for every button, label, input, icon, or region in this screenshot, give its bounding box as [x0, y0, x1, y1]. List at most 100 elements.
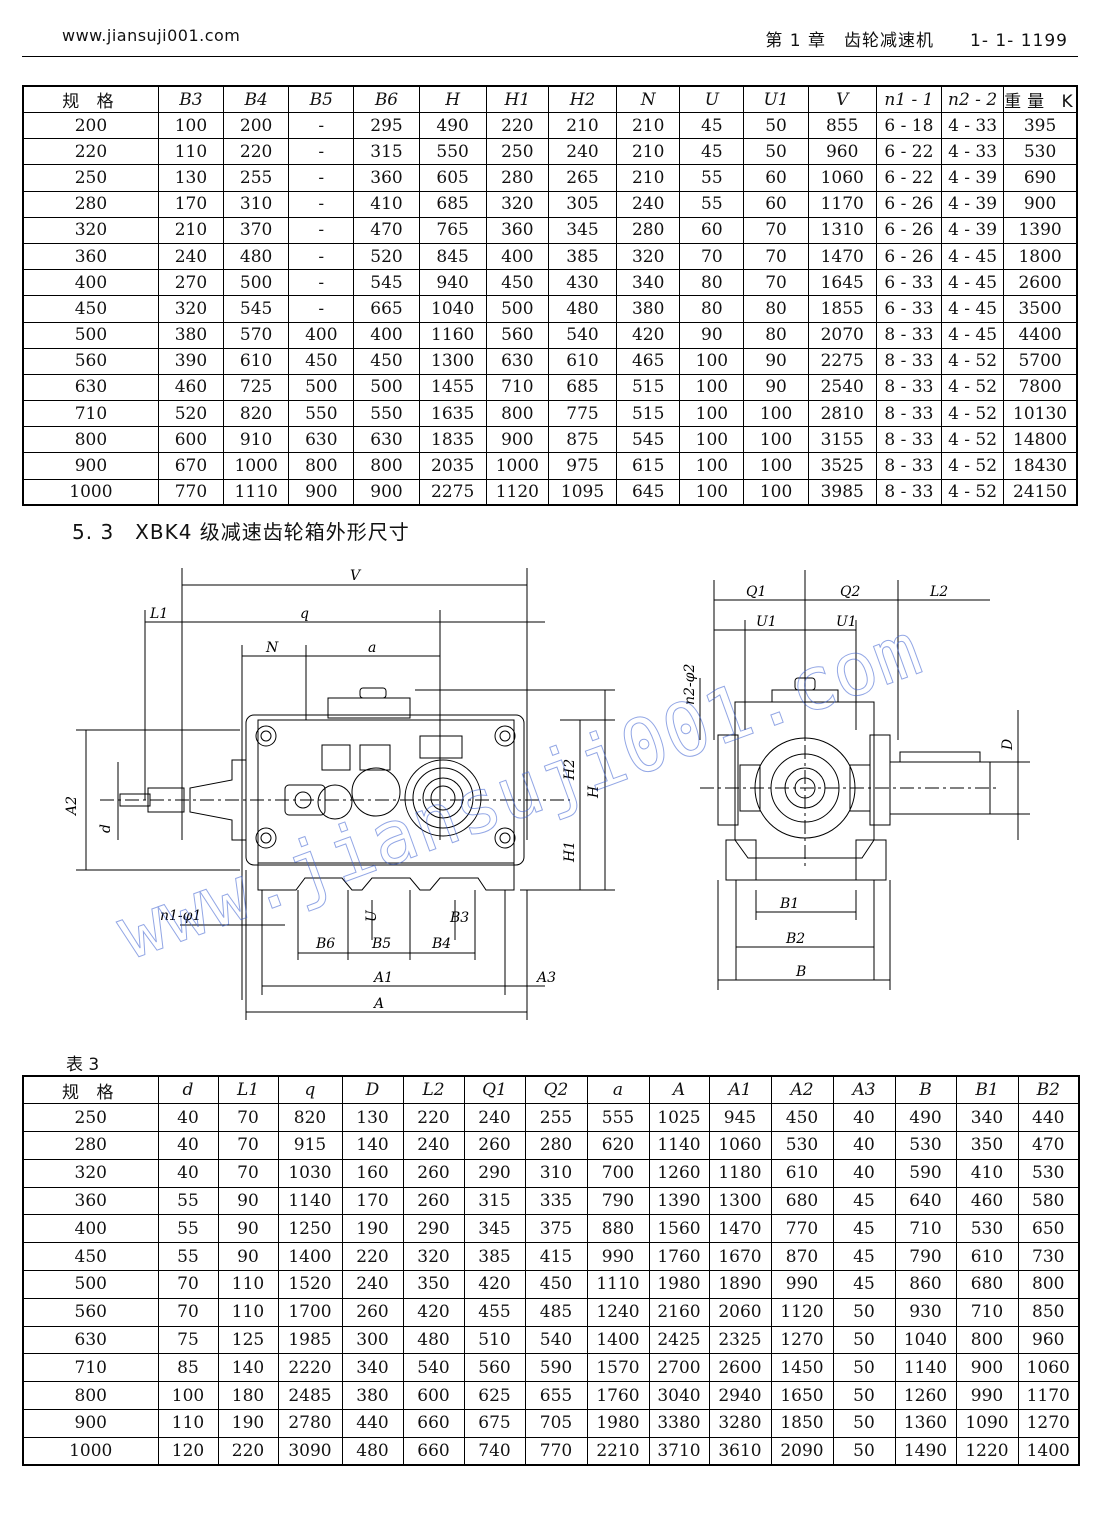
column-header: B4 [223, 85, 290, 113]
table-cell: 610 [955, 1242, 1019, 1272]
table-cell: 1300 [418, 347, 487, 375]
table-cell: 100 [679, 347, 745, 375]
table-cell: 3090 [277, 1436, 343, 1466]
column-header: A2 [770, 1075, 834, 1105]
table-cell: 545 [353, 269, 420, 297]
label-q: q [300, 606, 309, 622]
label-H2: H2 [562, 759, 578, 781]
table-cell: 120 [157, 1436, 219, 1466]
table-cell: 50 [743, 138, 809, 166]
table-cell: 3155 [807, 426, 877, 454]
table-cell: 2700 [648, 1353, 710, 1383]
table-cell: 630 [353, 426, 420, 454]
table-cell: 450 [22, 1242, 159, 1272]
table-cell: 45 [679, 111, 745, 140]
table-cell: 725 [223, 373, 290, 402]
table-cell: 580 [1017, 1186, 1080, 1216]
table-cell: 800 [485, 400, 549, 428]
table-cell: 6 - 22 [875, 138, 942, 166]
table-cell: 1140 [894, 1353, 957, 1383]
table-cell: 1030 [277, 1158, 343, 1188]
table-cell: 470 [1017, 1131, 1080, 1160]
label-B: B [795, 964, 806, 980]
label-d: d [98, 824, 114, 833]
section-title: 5. 3 XBK4 级减速齿轮箱外形尺寸 [72, 520, 410, 544]
table-cell: 370 [223, 216, 290, 244]
table-cell: 1635 [418, 400, 487, 428]
table-cell: 800 [288, 452, 355, 480]
table-cell: 1400 [1017, 1436, 1080, 1466]
table-cell: 90 [217, 1186, 279, 1216]
table-cell: 320 [22, 1158, 159, 1188]
table-cell: 55 [157, 1186, 219, 1216]
table-cell: 490 [894, 1103, 957, 1133]
table-cell: - [288, 190, 355, 218]
table-cell: 310 [223, 190, 290, 218]
table-cell: 3610 [708, 1436, 772, 1466]
table-cell: 450 [288, 347, 355, 375]
table-cell: 620 [586, 1131, 650, 1160]
table-cell: 1040 [894, 1325, 957, 1355]
table-cell: 90 [217, 1214, 279, 1244]
table-cell: 900 [1003, 190, 1078, 218]
table-cell: 400 [485, 242, 549, 271]
column-header: N [616, 85, 681, 113]
table-cell: 60 [743, 164, 809, 192]
table-cell: 55 [679, 190, 745, 218]
table-cell: 670 [157, 452, 225, 480]
table-cell: 990 [955, 1381, 1019, 1411]
table-cell: 400 [22, 269, 159, 297]
table-cell: 280 [22, 1131, 159, 1160]
table-cell: 75 [157, 1325, 219, 1355]
table-cell: 470 [353, 216, 420, 244]
table-cell: 100 [743, 426, 809, 454]
table-cell: 770 [157, 478, 225, 506]
table-cell: 310 [524, 1158, 588, 1188]
table-cell: 170 [157, 190, 225, 218]
table-cell: 90 [217, 1242, 279, 1272]
table-cell: 530 [955, 1214, 1019, 1244]
table-cell: 395 [1003, 111, 1078, 140]
table-cell: 540 [524, 1325, 588, 1355]
table-cell: 320 [402, 1242, 465, 1272]
table-cell: 140 [217, 1353, 279, 1383]
table-cell: 860 [894, 1270, 957, 1299]
table-cell: 70 [157, 1270, 219, 1299]
table-cell: 1470 [807, 242, 877, 271]
table-cell: 210 [547, 111, 618, 140]
table-cell: 90 [743, 373, 809, 402]
table-cell: 6 - 26 [875, 190, 942, 218]
table-cell: 3710 [648, 1436, 710, 1466]
table-cell: 875 [547, 426, 618, 454]
table-cell: 615 [616, 452, 681, 480]
label-A1: A1 [372, 970, 393, 986]
table-cell: 40 [157, 1131, 219, 1160]
table-cell: 1980 [586, 1409, 650, 1438]
table-cell: 345 [463, 1214, 526, 1244]
table-cell: 1300 [708, 1186, 772, 1216]
label-n2-phi2: n2-φ2 [682, 664, 698, 705]
table-cell: 790 [586, 1186, 650, 1216]
table-cell: 55 [157, 1214, 219, 1244]
table-cell: 1120 [770, 1297, 834, 1327]
table-cell: 210 [616, 138, 681, 166]
column-header: H2 [547, 85, 618, 113]
table-cell: 3040 [648, 1381, 710, 1411]
table-cell: 3985 [807, 478, 877, 506]
column-header: U1 [743, 85, 809, 113]
table-cell: 500 [353, 373, 420, 402]
table-cell: 4 - 52 [940, 478, 1005, 506]
table-cell: 2810 [807, 400, 877, 428]
table-cell: 1180 [708, 1158, 772, 1188]
table-cell: 420 [463, 1270, 526, 1299]
table-cell: 200 [22, 111, 159, 140]
table-cell: 240 [616, 190, 681, 218]
table-cell: 240 [341, 1270, 404, 1299]
